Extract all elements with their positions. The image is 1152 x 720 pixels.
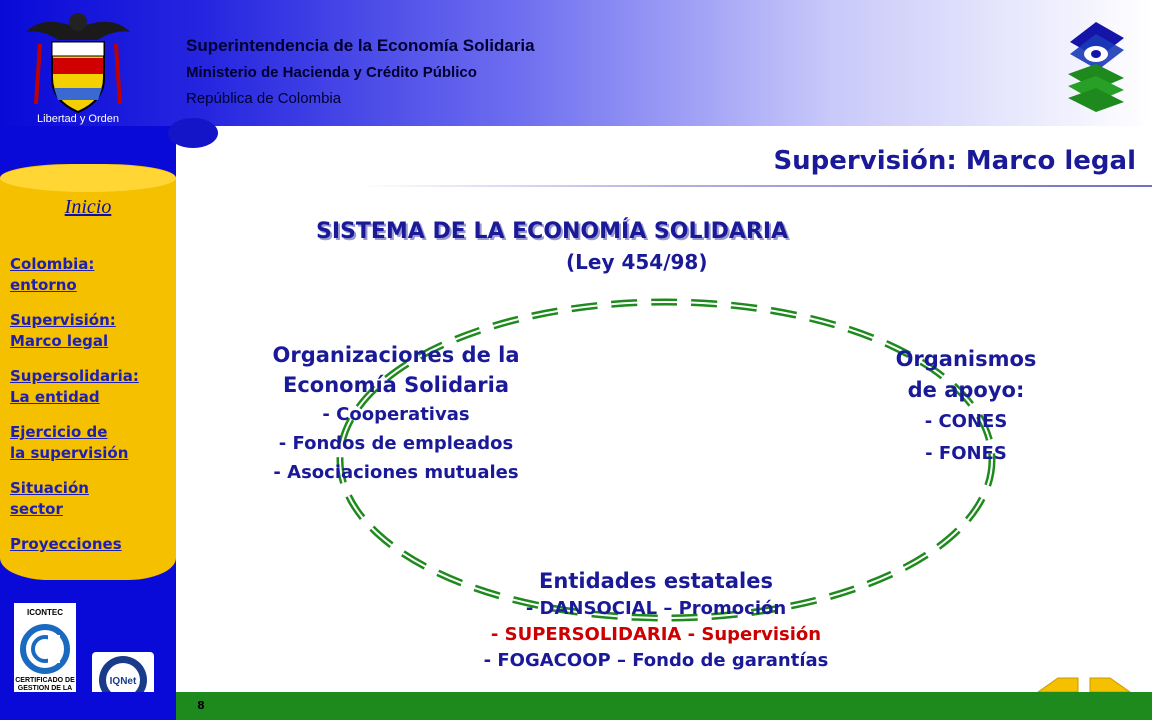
state-item: - DANSOCIAL – Promoción bbox=[525, 598, 787, 619]
solidarity-orgs-block: Organizaciones de la Economía Solidaria … bbox=[226, 340, 566, 487]
nav-link-line: la supervisión bbox=[10, 444, 129, 462]
nav-link-line: Marco legal bbox=[10, 332, 109, 350]
nav-link-line: La entidad bbox=[10, 388, 100, 406]
state-entities-block: Entidades estatales - DANSOCIAL – Promoc… bbox=[406, 566, 906, 674]
orgs-title-line1: Organizaciones de la bbox=[272, 343, 520, 367]
orgs-item: - Asociaciones mutuales bbox=[273, 462, 519, 483]
support-title-line2: de apoyo: bbox=[907, 378, 1025, 402]
system-heading: SISTEMA DE LA ECONOMÍA SOLIDARIA bbox=[316, 219, 789, 244]
icontec-logo: ICONTEC CERTIFICADO DE GESTION DE LA CAL… bbox=[14, 603, 76, 708]
corner-ornament bbox=[168, 118, 218, 148]
page-title: Supervisión: Marco legal bbox=[773, 146, 1136, 176]
iqnet-label: IQNet bbox=[110, 676, 137, 687]
nav-link-colombia[interactable]: Colombia: entorno bbox=[10, 254, 176, 296]
nav-link-line: Supervisión: bbox=[10, 311, 116, 329]
slide-nav-arrows[interactable] bbox=[1034, 676, 1134, 692]
support-title-line1: Organismos bbox=[895, 347, 1037, 371]
supersolidaria-logo bbox=[1068, 22, 1124, 112]
state-title: Entidades estatales bbox=[539, 569, 773, 593]
country-name: República de Colombia bbox=[186, 90, 342, 107]
nav-link-situacion[interactable]: Situación sector bbox=[10, 478, 176, 520]
nav-link-line: entorno bbox=[10, 276, 77, 294]
nav-link-line: Situación bbox=[10, 479, 89, 497]
state-item-highlighted: - SUPERSOLIDARIA - Supervisión bbox=[490, 624, 822, 645]
icontec-label: ICONTEC bbox=[27, 608, 63, 617]
nav-link-line: sector bbox=[10, 500, 63, 518]
nav-link-supervision[interactable]: Supervisión: Marco legal bbox=[10, 310, 176, 352]
nav-link-line: Ejercicio de bbox=[10, 423, 108, 441]
state-item: - FOGACOOP – Fondo de garantías bbox=[483, 650, 829, 671]
support-orgs-block: Organismos de apoyo: - CONES - FONES bbox=[856, 344, 1076, 470]
support-item: - FONES bbox=[925, 443, 1007, 464]
orgs-item: - Fondos de empleados bbox=[278, 433, 514, 454]
nav-home-link[interactable]: Inicio bbox=[64, 196, 112, 218]
nav-panel-top bbox=[0, 164, 176, 192]
footer-sidebar-block bbox=[0, 692, 176, 720]
support-item: - CONES bbox=[924, 411, 1008, 432]
colombia-crest-logo: Libertad y Orden bbox=[26, 13, 130, 125]
nav-link-ejercicio[interactable]: Ejercicio de la supervisión bbox=[10, 422, 176, 464]
footer-bar bbox=[0, 692, 1152, 720]
orgs-item: - Cooperativas bbox=[322, 404, 470, 425]
nav-panel bbox=[0, 164, 176, 580]
prev-arrow-icon bbox=[1037, 677, 1079, 692]
title-divider bbox=[360, 185, 1152, 187]
nav-link-line: Supersolidaria: bbox=[10, 367, 139, 385]
nav-link-supersolidaria[interactable]: Supersolidaria: La entidad bbox=[10, 366, 176, 408]
nav-link-proyecciones[interactable]: Proyecciones bbox=[10, 534, 176, 555]
next-arrow-icon bbox=[1089, 677, 1131, 692]
orgs-title-line2: Economía Solidaria bbox=[282, 373, 510, 397]
nav-link-line: Colombia: bbox=[10, 255, 95, 273]
ministry-name: Ministerio de Hacienda y Crédito Público bbox=[186, 64, 477, 81]
law-reference: (Ley 454/98) bbox=[566, 250, 708, 274]
page-number: 8 bbox=[197, 699, 205, 712]
crest-motto: Libertad y Orden bbox=[37, 113, 119, 125]
nav-link-line: Proyecciones bbox=[10, 535, 122, 553]
org-name: Superintendencia de la Economía Solidari… bbox=[186, 36, 535, 55]
header-banner bbox=[0, 0, 1152, 126]
